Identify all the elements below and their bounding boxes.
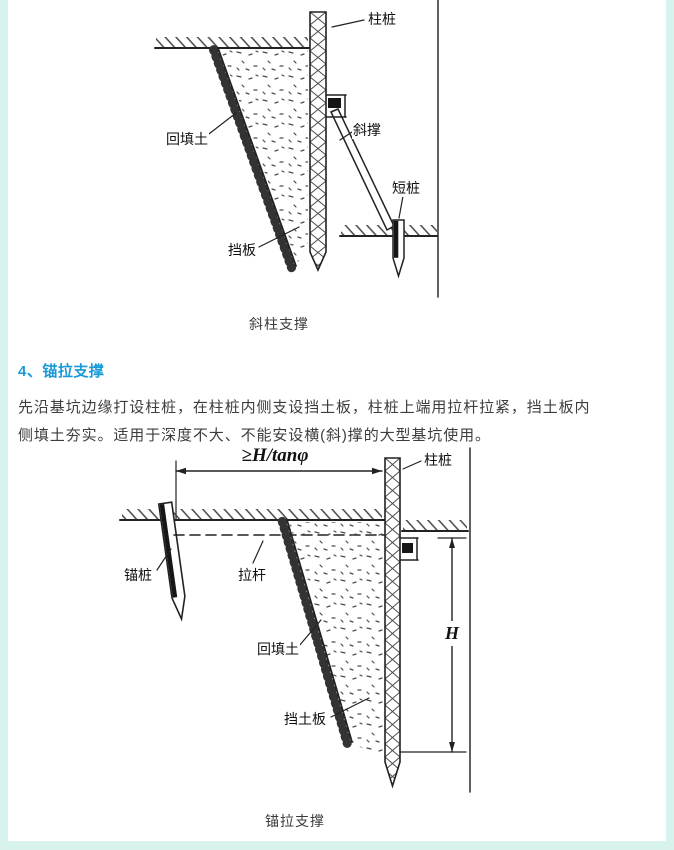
figure2-right-ground-hatch (403, 520, 467, 531)
figure2-label-backfill-soil: 回填土 (256, 640, 300, 658)
figure1-caption: 斜柱支撑 (249, 316, 309, 332)
figure1-label-retaining-board: 挡板 (227, 241, 257, 259)
section-heading: 4、锚拉支撑 (18, 363, 105, 380)
figure2-leader-lines (156, 460, 422, 718)
figure2-slope-line (286, 519, 353, 743)
figure1-slope-hatch (209, 45, 296, 273)
figure2-label-column-pile: 柱桩 (423, 451, 453, 469)
figure1-leader-lines (204, 19, 404, 248)
figure1-label-column-pile: 柱桩 (367, 10, 397, 28)
figure2-label-retaining-plank: 挡土板 (283, 710, 327, 728)
figure2-backfill-area (289, 522, 383, 758)
figure1-ground-hatch (156, 37, 308, 48)
paragraph-line-1: 先沿基坑边缘打设柱桩，在柱桩内侧支设挡土板，柱桩上端用拉杆拉紧，挡土板内 (18, 399, 591, 416)
figure1-backfill-area (221, 50, 308, 263)
paragraph-line-2: 侧填土夯实。适用于深度不大、不能安设横(斜)撑的大型基坑使用。 (18, 427, 491, 444)
figure2-caption: 锚拉支撑 (265, 813, 325, 829)
figure1-right-ground-hatch (341, 225, 437, 236)
figure2-label-span-dimension: ≥H/tanφ (200, 445, 350, 467)
figure1-column-pile (309, 11, 327, 272)
figure2-slope-hatch (277, 516, 352, 748)
figure1-slope-line (217, 47, 297, 267)
figure1-short-pile (392, 219, 405, 279)
figure1-brace-bracket (325, 94, 347, 118)
figure1-label-short-pile: 短桩 (391, 179, 421, 197)
figure2-ground-hatch (122, 509, 382, 520)
figure1-label-diagonal-brace: 斜撑 (352, 121, 382, 139)
figure1-label-backfill-soil: 回填土 (165, 130, 209, 148)
figure2-anchor-pile (157, 501, 186, 622)
figure2-label-anchor-pile: 锚桩 (123, 566, 153, 584)
figure2-wale-bracket (399, 537, 419, 561)
figure2-column-pile (384, 457, 401, 789)
figure2-diagram (119, 447, 471, 793)
figure2-label-height-dimension: H (440, 621, 465, 646)
figure2-label-tie-rod: 拉杆 (237, 566, 267, 584)
figure1-diagram (154, 0, 439, 298)
